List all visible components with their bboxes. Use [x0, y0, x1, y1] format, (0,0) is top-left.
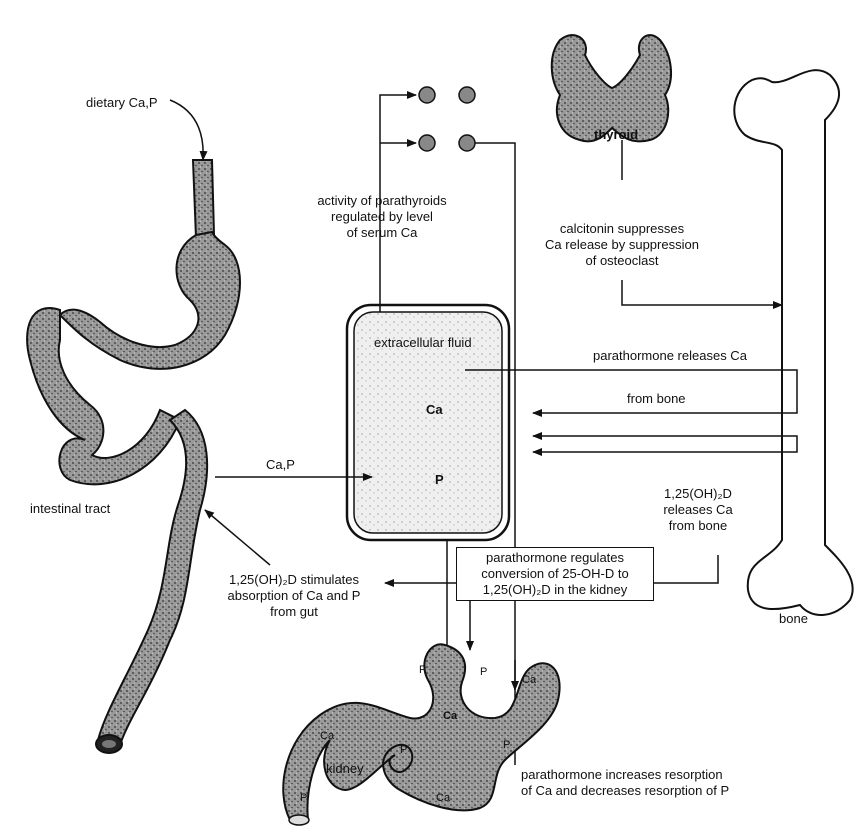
kidney-p-label: P: [503, 737, 510, 753]
calcitonin-label: calcitonin suppresses Ca release by supp…: [520, 221, 724, 269]
vitd-bone-label: 1,25(OH)₂D releases Ca from bone: [660, 486, 736, 534]
ca-p-arrow-label: Ca,P: [266, 457, 295, 473]
ecf-p-label: P: [435, 472, 444, 488]
kidney-p-label: P: [480, 664, 487, 680]
parathyroid-gland: [459, 135, 475, 151]
vitd-bone-loop: [533, 440, 797, 452]
thyroid-gland: [552, 35, 671, 141]
kidney-ca-label: Ca: [443, 708, 457, 724]
thyroid-label: thyroid: [594, 127, 638, 143]
intestinal-tract-label: intestinal tract: [30, 501, 110, 517]
dietary-arrow: [170, 100, 203, 160]
pth-regulates-box: parathormone regulates conversion of 25-…: [456, 547, 654, 601]
kidney-p-label: P: [400, 742, 407, 758]
ecf-label: extracellular fluid: [374, 335, 472, 351]
pth-releases-label: parathormone releases Ca: [593, 348, 747, 364]
vitd-gut-label: 1,25(OH)₂D stimulates absorption of Ca a…: [208, 572, 380, 620]
kidney-ca-label: Ca: [522, 672, 536, 688]
parathyroid-gland: [419, 87, 435, 103]
kidney-p-label: P: [419, 662, 426, 678]
vitd-gut-arrow: [205, 510, 270, 565]
stomach: [60, 232, 240, 369]
from-bone-label: from bone: [627, 391, 686, 407]
bone-label: bone: [779, 611, 808, 627]
parathyroid-gland: [459, 87, 475, 103]
kidney-p-label: P: [300, 790, 307, 806]
esophagus: [193, 160, 214, 238]
parathyroid-activity-label: activity of parathyroids regulated by le…: [294, 193, 470, 241]
femur-bone: [734, 70, 852, 615]
kidney-label: kidney: [326, 761, 364, 777]
dietary-label: dietary Ca,P: [86, 95, 158, 111]
kidney-ca-label: Ca: [320, 728, 334, 744]
ecf-ca-label: Ca: [426, 402, 443, 418]
pth-resorption-label: parathormone increases resorption of Ca …: [521, 767, 729, 799]
calcitonin-arrow: [622, 280, 782, 305]
parathyroid-gland: [419, 135, 435, 151]
kidney-ca-label: Ca: [436, 790, 450, 806]
